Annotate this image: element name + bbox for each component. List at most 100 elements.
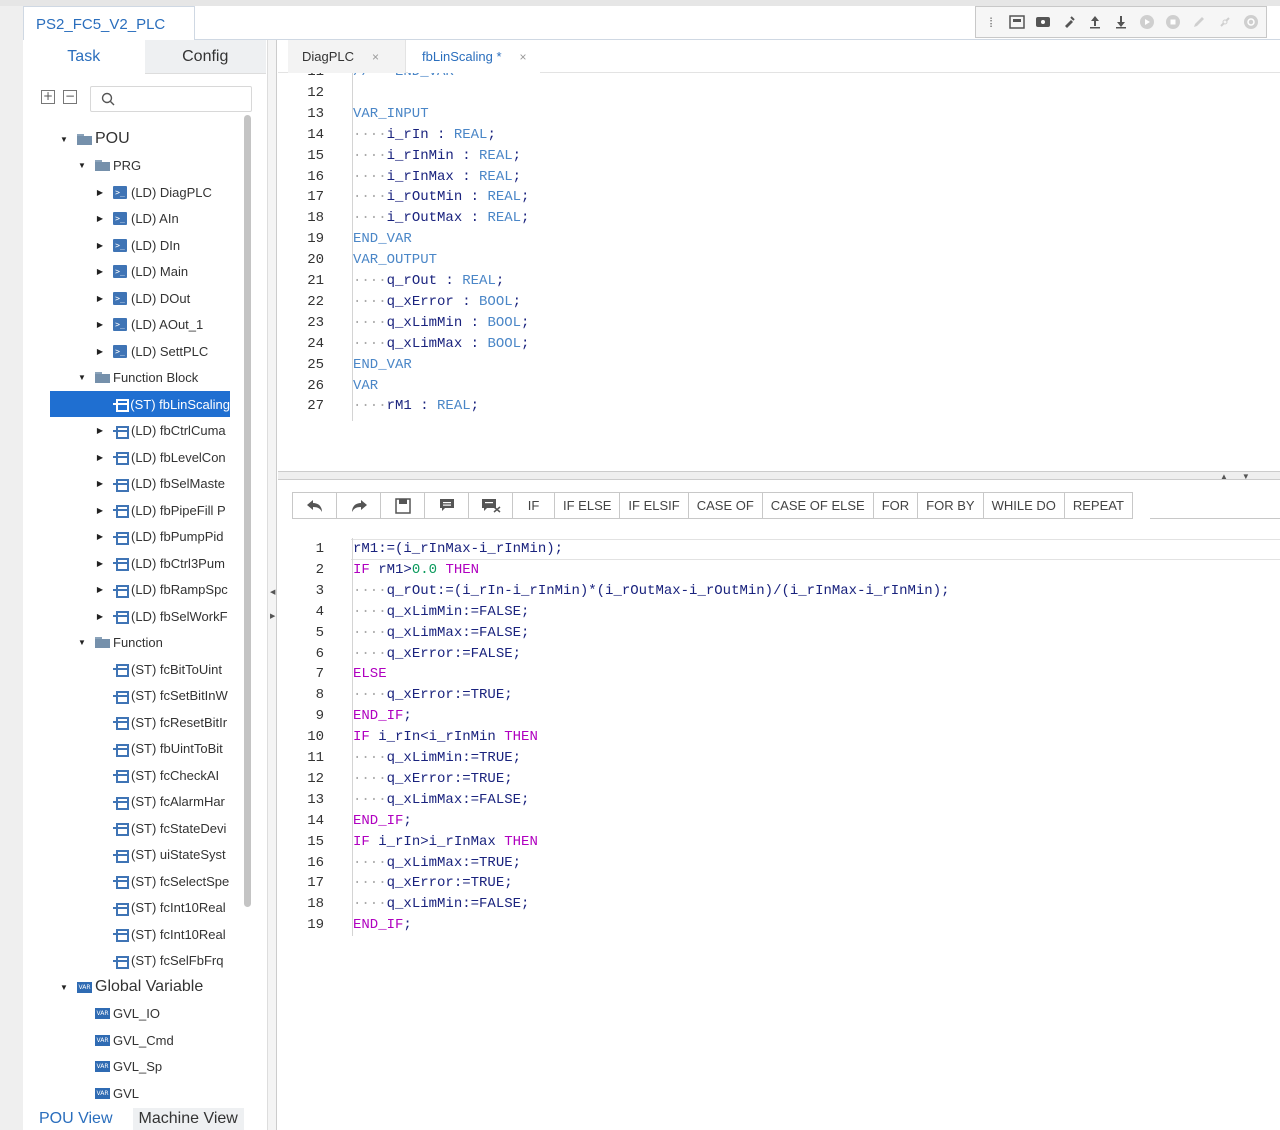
caret-right-icon[interactable]: ▶ — [96, 532, 104, 541]
tab-config[interactable]: Config — [144, 40, 266, 74]
caret-right-icon[interactable]: ▶ — [96, 505, 104, 515]
tab-pou-view[interactable]: POU View — [39, 1110, 113, 1127]
tree-node-function-block[interactable]: ▼Function Block — [77, 365, 230, 391]
tree-item-function[interactable]: (ST) fcSelFbFrq — [95, 948, 230, 974]
close-icon[interactable]: × — [372, 49, 380, 64]
tree-item-function[interactable]: (ST) fcBitToUint — [95, 656, 230, 682]
tree-node-function[interactable]: ▼Function — [77, 630, 230, 656]
save-icon[interactable] — [381, 493, 425, 518]
tree-item-function[interactable]: (ST) uiStateSyst — [95, 842, 230, 868]
tree-item-prg[interactable]: ▶>_(LD) SettPLC — [95, 338, 230, 364]
editor-tab-diagplc[interactable]: DiagPLC × — [288, 40, 406, 73]
tree-item-function[interactable]: (ST) fbUintToBit — [95, 736, 230, 762]
tree-item-function[interactable]: (ST) fcResetBitIr — [95, 709, 230, 735]
tree-item-function[interactable]: (ST) fcAlarmHar — [95, 789, 230, 815]
case-of-button[interactable]: CASE OF — [689, 493, 763, 518]
uncomment-icon[interactable] — [469, 493, 513, 518]
collapse-all-icon[interactable]: − — [63, 89, 77, 104]
splitter-arrows-icon[interactable]: ▲▼ — [1220, 472, 1264, 481]
caret-right-icon[interactable]: ▶ — [96, 240, 104, 250]
caret-right-icon[interactable]: ▶ — [96, 320, 104, 329]
expand-all-icon[interactable]: + — [41, 89, 55, 104]
caret-down-icon[interactable]: ▼ — [78, 161, 86, 170]
caret-right-icon[interactable]: ▶ — [96, 187, 104, 197]
edit-icon[interactable] — [1190, 13, 1208, 31]
for-button[interactable]: FOR — [874, 493, 919, 518]
tree-item-function-block[interactable]: ▶(LD) fbSelMaste — [95, 471, 230, 497]
tree-node-prg[interactable]: ▼PRG — [77, 153, 230, 179]
caret-down-icon[interactable]: ▼ — [60, 134, 68, 144]
tree-search-input[interactable] — [90, 86, 252, 112]
tree-item-prg[interactable]: ▶>_(LD) AIn — [95, 206, 230, 232]
run-icon[interactable] — [1138, 13, 1156, 31]
tree-item-function-block[interactable]: ▶(LD) fbLevelCon — [95, 444, 230, 470]
if-button[interactable]: IF — [513, 493, 555, 518]
tree-item-function-block[interactable]: (ST) fbLinScaling — [50, 391, 230, 417]
plug-icon[interactable] — [1060, 13, 1078, 31]
caret-right-icon[interactable]: ▶ — [96, 479, 104, 488]
tree-item-prg[interactable]: ▶>_(LD) AOut_1 — [95, 312, 230, 338]
comment-icon[interactable] — [425, 493, 469, 518]
tree-item-function-block[interactable]: ▶(LD) fbCtrl3Pum — [95, 550, 230, 576]
tree-item-prg[interactable]: ▶>_(LD) DIn — [95, 232, 230, 258]
caret-right-icon[interactable]: ▶ — [96, 611, 104, 621]
tree-item-function-block[interactable]: ▶(LD) fbSelWorkF — [95, 603, 230, 629]
grip-icon[interactable]: ⁞ — [989, 14, 993, 30]
tree-item-function-block[interactable]: ▶(LD) fbPipeFill P — [95, 497, 230, 523]
tree-item-function[interactable]: (ST) fcInt10Real — [95, 895, 230, 921]
download-icon[interactable] — [1112, 13, 1130, 31]
tree-node-pou[interactable]: ▼POU — [59, 126, 230, 152]
tree-item-function-block[interactable]: ▶(LD) fbRampSpc — [95, 577, 230, 603]
caret-right-icon[interactable]: ▶ — [96, 585, 104, 594]
tree-item-function[interactable]: (ST) fcSelectSpe — [95, 868, 230, 894]
tree-item-prg[interactable]: ▶>_(LD) Main — [95, 259, 230, 285]
caret-right-icon[interactable]: ▶ — [96, 293, 104, 303]
for-by-button[interactable]: FOR BY — [918, 493, 984, 518]
redo-icon[interactable] — [337, 493, 381, 518]
tree-item-function-block[interactable]: ▶(LD) fbPumpPid — [95, 524, 230, 550]
caret-right-icon[interactable]: ▶ — [96, 267, 104, 276]
undo-icon[interactable] — [293, 493, 337, 518]
horizontal-splitter[interactable] — [278, 471, 1280, 480]
tree-item-function[interactable]: (ST) fcStateDevi — [95, 815, 230, 841]
caret-right-icon[interactable]: ▶ — [96, 214, 104, 223]
caret-right-icon[interactable]: ▶ — [96, 346, 104, 356]
stop-icon[interactable] — [1164, 13, 1182, 31]
tab-machine-view[interactable]: Machine View — [132, 1108, 244, 1130]
tab-task[interactable]: Task — [23, 40, 145, 74]
tree-item-function[interactable]: (ST) fcSetBitInW — [95, 683, 230, 709]
tree-item-function-block[interactable]: ▶(LD) fbCtrlCuma — [95, 418, 230, 444]
if-else-button[interactable]: IF ELSE — [555, 493, 621, 518]
vertical-splitter[interactable] — [268, 40, 277, 1130]
tree-item-prg[interactable]: ▶>_(LD) DiagPLC — [95, 179, 230, 205]
caret-down-icon[interactable]: ▼ — [78, 638, 86, 647]
tree-item-prg[interactable]: ▶>_(LD) DOut — [95, 285, 230, 311]
repeat-button[interactable]: REPEAT — [1072, 498, 1124, 513]
caret-right-icon[interactable]: ▶ — [96, 426, 104, 435]
caret-down-icon[interactable]: ▼ — [78, 373, 86, 382]
expand-right-icon[interactable]: ▶ — [270, 613, 276, 620]
disconnect-icon[interactable] — [1216, 13, 1234, 31]
close-icon[interactable]: × — [519, 49, 527, 64]
tree-item-function[interactable]: (ST) fcInt10Real — [95, 921, 230, 947]
reset-icon[interactable] — [1242, 13, 1260, 31]
project-tab[interactable]: PS2_FC5_V2_PLC — [23, 6, 195, 40]
if-elsif-button[interactable]: IF ELSIF — [620, 493, 689, 518]
caret-down-icon[interactable]: ▼ — [60, 982, 68, 992]
while-do-button[interactable]: WHILE DO — [984, 493, 1065, 518]
case-of-else-button[interactable]: CASE OF ELSE — [763, 493, 874, 518]
collapse-left-icon[interactable]: ◀ — [270, 589, 276, 596]
upload-icon[interactable] — [1086, 13, 1104, 31]
tree-scrollbar[interactable] — [244, 115, 251, 907]
caret-right-icon[interactable]: ▶ — [96, 452, 104, 462]
tree-item-function[interactable]: (ST) fcCheckAI — [95, 762, 230, 788]
editor-tab-fblinscaling[interactable]: fbLinScaling * × — [408, 40, 540, 73]
alu-icon[interactable] — [1008, 13, 1026, 31]
